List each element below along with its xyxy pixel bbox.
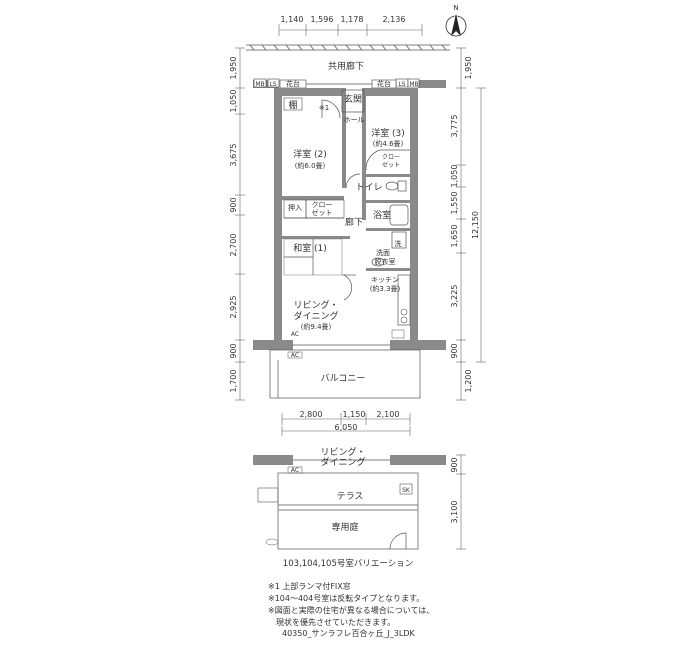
left-dim-3: 3,675 [229,144,238,167]
left-dim-8: 1,700 [229,370,238,393]
unit-fixtures [269,83,421,399]
ls-tag-right: LS [398,81,405,88]
note-3: ※図面と実際の住宅が異なる場合については、 [268,606,435,615]
variant-ac-tag: AC [291,467,299,474]
left-dim-2: 1,050 [229,90,238,113]
closet-right-label-2: ゼット [382,161,400,169]
mb-tag-right: MB [409,81,418,88]
shelf-label: 棚 [288,99,297,111]
right-dim-7: 900 [450,343,459,358]
flower-stand-right: 花台 [377,79,391,88]
corridor-edge [246,44,450,51]
left-dim-4: 900 [229,197,238,212]
right-dim-total: 12,150 [471,211,480,239]
bottom-dim-total: 6,050 [335,423,358,432]
sk-tag: SK [402,487,411,494]
top-dim-3: 1,178 [341,15,364,24]
variant-dim-2: 3,100 [450,501,459,524]
variant-living-label-2: ダイニング [320,456,365,468]
kitchen-label: キッチン [371,276,399,284]
note-2: ※104～404号室は反転タイプとなります。 [268,594,425,603]
left-dim-6: 2,925 [229,296,238,319]
oshiire-label: 押入 [288,203,302,212]
unit-walls [253,78,446,350]
terrace-label: テラス [337,491,364,502]
left-dim-1: 1,950 [229,57,238,80]
right-dim-5: 1,650 [450,225,459,248]
right-dimension-chain: 1,950 3,775 1,050 1,550 1,650 3,225 900 … [450,47,486,401]
variant-living-label-1: リビング・ [320,446,365,458]
variation-caption: 103,104,105号室バリエーション [283,558,413,569]
top-dimension-chain: 1,140 1,596 1,178 2,136 [278,15,423,36]
plan-code-label: 40350_サンラフレ百合ヶ丘_J_3LDK [282,629,415,638]
top-dim-4: 2,136 [383,15,406,24]
living-label-2: ダイニング [293,310,338,322]
bottom-dim-2: 1,150 [343,410,366,419]
variant-dim-1: 900 [450,457,459,472]
ac-tag-balcony: AC [291,352,299,359]
living-label-1: リビング・ [293,299,338,311]
kitchen-size: (約3.3畳) [370,284,401,293]
bottom-dim-3: 2,100 [377,410,400,419]
western-room-2-size: (約6.0畳) [295,161,326,170]
right-dim-1: 1,950 [464,57,473,80]
bath-label: 浴室 [373,209,391,221]
ls-tag-left: LS [269,81,276,88]
western-room-3-size: (約4.6畳) [373,139,404,148]
north-arrow-icon: N [445,4,467,37]
balcony-label: バルコニー [321,373,366,384]
top-dim-1: 1,140 [281,15,304,24]
western-room-3-label: 洋室 (3) [371,127,405,139]
closet-left-label-2: ゼット [312,208,333,217]
fix-window-mark: ※1 [319,104,329,112]
left-dim-7: 900 [229,343,238,358]
room-labels: 玄関 ホール ※1 棚 洋室 (2) (約6.0畳) 洋室 (3) (約4.6畳… [288,93,405,384]
western-room-2-label: 洋室 (2) [293,148,327,160]
private-garden-label: 専用庭 [331,521,358,533]
right-dim-2: 3,775 [450,115,459,138]
mb-tag-left: MB [255,81,264,88]
washer-label: 洗 [395,239,402,248]
toilet-label: トイレ [355,183,382,193]
bottom-dimension-chain: 2,800 1,150 2,100 6,050 [281,410,411,436]
corridor-label: 共用廊下 [328,60,364,72]
note-1: ※1 上部ランマ付FIX窓 [268,582,351,591]
closet-right-label-1: クロー [382,154,400,161]
ac-tag: AC [291,331,299,338]
right-dim-6: 3,225 [450,285,459,308]
washroom-label-1: 洗面 [376,248,390,257]
living-size: (約9.4畳) [301,322,332,331]
right-dim-4: 1,550 [450,192,459,215]
flower-stand-left: 花台 [286,79,300,88]
north-label: N [453,4,458,12]
left-dimension-chain: 1,950 1,050 3,675 900 2,700 2,925 900 1,… [229,47,245,401]
right-dim-3: 1,050 [450,165,459,188]
right-dim-8: 1,200 [464,370,473,393]
washroom-label-2: 脱衣室 [375,257,396,266]
hallway-label: 廊下 [345,216,363,228]
note-4: 現状を優先させていただきます。 [268,618,396,627]
closet-left-label-1: クロー [312,201,333,209]
hall-label: ホール [344,116,365,124]
top-dim-2: 1,596 [311,15,334,24]
variation-plan [253,454,466,550]
japanese-room-label: 和室 (1) [293,242,327,254]
bottom-dim-1: 2,800 [300,410,323,419]
left-dim-5: 2,700 [229,234,238,257]
notes: ※1 上部ランマ付FIX窓 ※104～404号室は反転タイプとなります。 ※図面… [268,581,434,629]
entrance-label: 玄関 [344,93,362,105]
